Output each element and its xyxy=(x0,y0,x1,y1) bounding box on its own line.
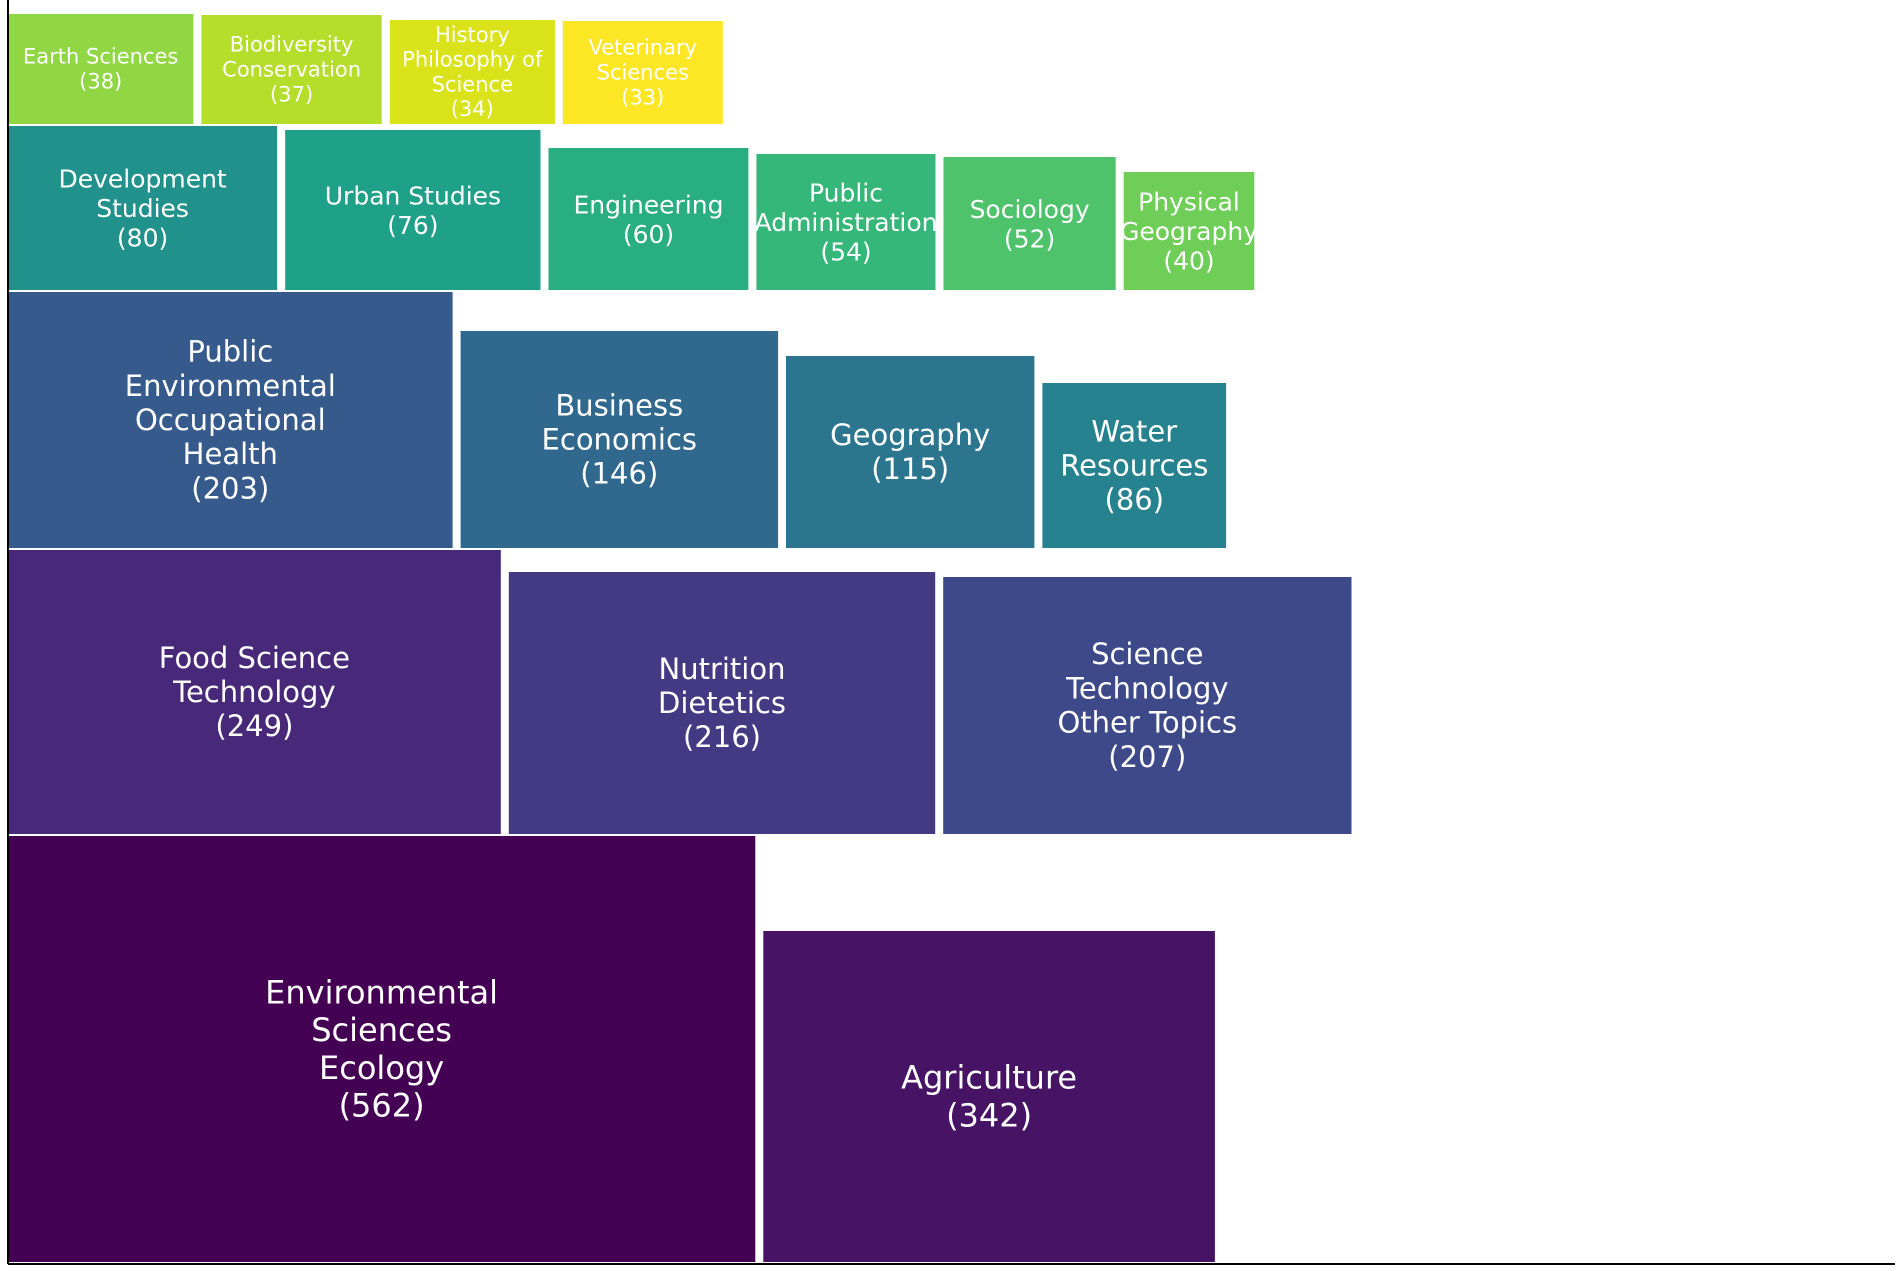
treemap-category-label: History xyxy=(435,23,510,47)
treemap-value-label: (86) xyxy=(1105,483,1165,517)
treemap-value-label: (249) xyxy=(215,709,293,743)
treemap-cell-agriculture xyxy=(763,931,1215,1262)
treemap-cell-development-studies xyxy=(8,126,278,290)
treemap-value-label: (38) xyxy=(79,69,122,93)
treemap-value-label: (54) xyxy=(820,237,871,266)
treemap-category-label: Geography xyxy=(830,418,990,452)
treemap-category-label: Philosophy of xyxy=(402,48,543,72)
treemap-category-label: Economics xyxy=(542,423,698,457)
treemap-value-label: (216) xyxy=(683,720,761,754)
treemap-category-label: Public xyxy=(809,178,883,207)
treemap-cell-biodiversity-conservation xyxy=(201,15,382,124)
treemap-cell-science-technology-other-topics xyxy=(943,577,1352,834)
treemap-value-label: (60) xyxy=(623,219,674,248)
treemap-cell-earth-sciences xyxy=(8,14,194,124)
treemap-category-label: Administration xyxy=(755,208,938,237)
treemap-label-urban-studies: Urban Studies(76) xyxy=(325,181,501,240)
treemap-value-label: (40) xyxy=(1163,246,1214,275)
treemap-category-label: Development xyxy=(58,164,226,193)
treemap-category-label: Public xyxy=(187,335,273,369)
treemap-category-label: Science xyxy=(432,72,513,96)
treemap-category-label: Environmental xyxy=(265,973,498,1011)
treemap-value-label: (342) xyxy=(946,1096,1032,1134)
treemap-cell-veterinary-sciences xyxy=(562,21,723,124)
treemap-value-label: (52) xyxy=(1004,224,1055,253)
treemap-category-label: Ecology xyxy=(319,1049,444,1087)
treemap-value-label: (115) xyxy=(871,452,949,486)
treemap-category-label: Occupational xyxy=(135,403,326,437)
treemap-category-label: Physical xyxy=(1138,187,1240,216)
treemap-label-sociology: Sociology(52) xyxy=(970,194,1090,253)
treemap-category-label: Water xyxy=(1091,414,1177,448)
treemap-category-label: Earth Sciences xyxy=(23,45,178,69)
treemap-category-label: Resources xyxy=(1060,449,1208,483)
treemap-category-label: Biodiversity xyxy=(230,33,354,57)
treemap-category-label: Other Topics xyxy=(1057,706,1237,740)
treemap-label-geography: Geography(115) xyxy=(830,418,990,486)
treemap-value-label: (562) xyxy=(339,1087,425,1125)
treemap-category-label: Business xyxy=(555,388,683,422)
treemap-cell-public-administration xyxy=(756,154,936,290)
treemap-value-label: (34) xyxy=(451,97,494,121)
treemap-cell-urban-studies xyxy=(285,130,541,290)
treemap-category-label: Food Science xyxy=(159,641,350,675)
treemap-category-label: Environmental xyxy=(125,369,336,403)
treemap-category-label: Engineering xyxy=(574,190,724,219)
treemap-category-label: Urban Studies xyxy=(325,181,501,210)
treemap-cell-food-science-technology xyxy=(8,550,501,834)
treemap-label-agriculture: Agriculture(342) xyxy=(901,1059,1077,1135)
treemap-category-label: Agriculture xyxy=(901,1059,1077,1097)
treemap-cell-geography xyxy=(786,356,1035,548)
treemap-cell-public-environmental-occupational-health xyxy=(8,292,453,548)
treemap-category-label: Sciences xyxy=(311,1011,452,1049)
treemap-value-label: (203) xyxy=(191,471,269,505)
treemap-category-label: Nutrition xyxy=(659,652,786,686)
treemap-category-label: Science xyxy=(1091,637,1203,671)
treemap-cell-engineering xyxy=(548,148,749,290)
treemap-value-label: (207) xyxy=(1108,740,1186,774)
treemap-category-label: Health xyxy=(183,437,278,471)
treemap-value-label: (37) xyxy=(270,82,313,106)
treemap-cell-business-economics xyxy=(460,331,779,548)
treemap-cell-sociology xyxy=(943,157,1116,290)
treemap-value-label: (76) xyxy=(387,210,438,239)
treemap-label-earth-sciences: Earth Sciences(38) xyxy=(23,45,178,94)
treemap-category-label: Technology xyxy=(172,675,335,709)
treemap-cell-environmental-sciences-ecology xyxy=(8,836,756,1262)
treemap-category-label: Veterinary xyxy=(589,36,698,60)
treemap-category-label: Technology xyxy=(1065,671,1228,705)
treemap-cell-water-resources xyxy=(1042,383,1227,548)
treemap-value-label: (146) xyxy=(580,457,658,491)
treemap-value-label: (80) xyxy=(117,223,168,252)
treemap-value-label: (33) xyxy=(621,85,664,109)
treemap-label-engineering: Engineering(60) xyxy=(574,190,724,249)
treemap-category-label: Dietetics xyxy=(658,686,786,720)
treemap-category-label: Studies xyxy=(96,194,189,223)
treemap-category-label: Sociology xyxy=(970,194,1090,223)
treemap-cell-nutrition-dietetics xyxy=(508,572,936,834)
treemap-cell-history-philosophy-of-science xyxy=(389,20,555,124)
treemap-category-label: Geography xyxy=(1120,217,1258,246)
treemap-category-label: Sciences xyxy=(597,61,689,85)
treemap-category-label: Conservation xyxy=(222,58,361,82)
treemap-cell-physical-geography xyxy=(1123,172,1255,290)
